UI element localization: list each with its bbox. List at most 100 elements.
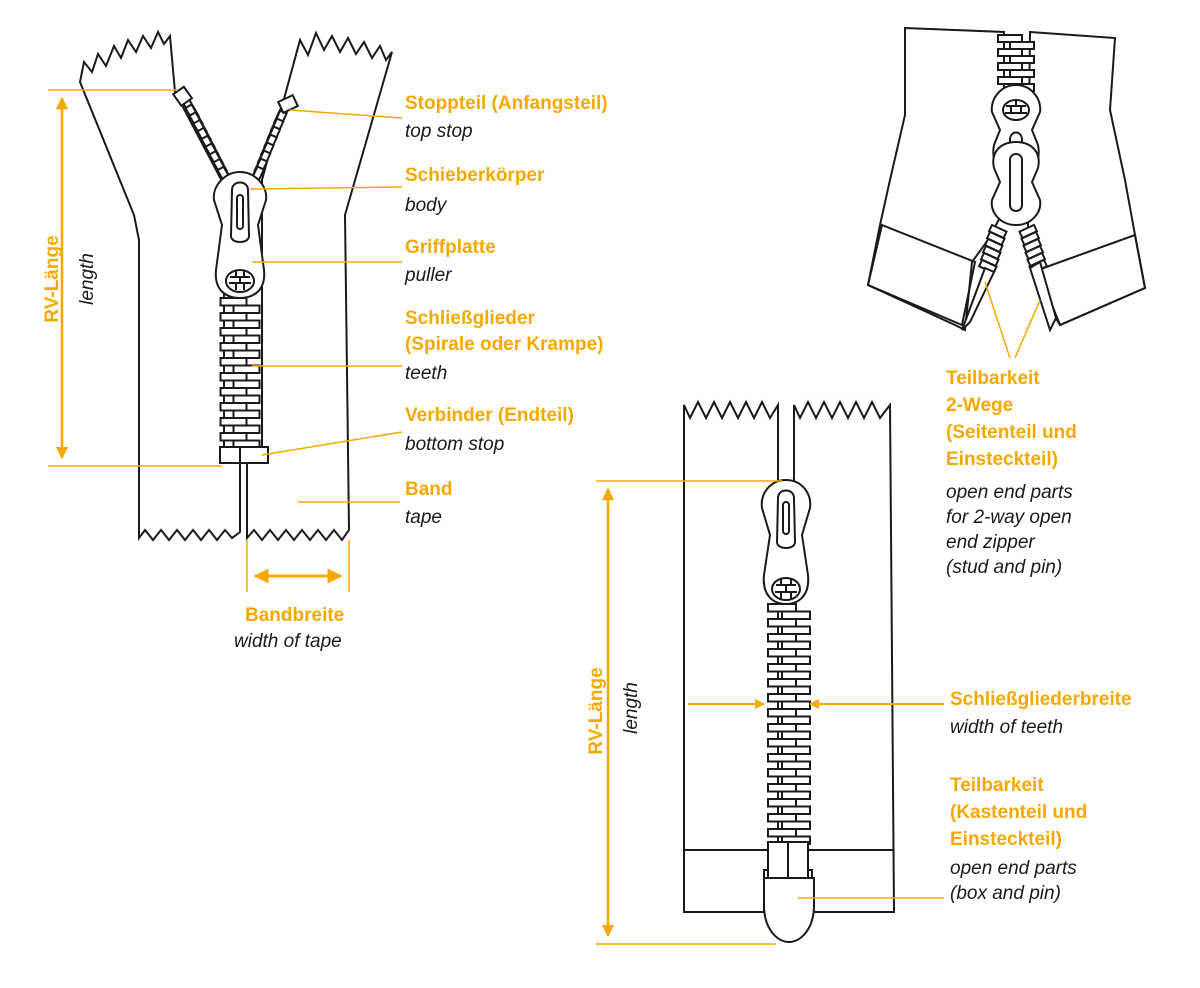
open-end-box-label: Teilbarkeit (Kastenteil und Einsteckteil…	[950, 775, 1088, 850]
zipper-tooth	[219, 327, 248, 337]
zipper-3-box-cap	[763, 877, 815, 944]
zipper-tooth	[767, 618, 797, 628]
zipper-3-puller-grip	[771, 577, 801, 601]
zipper-tooth	[997, 76, 1023, 85]
zipper-2-upper-puller	[1002, 99, 1030, 121]
zipper-tooth	[997, 34, 1023, 43]
tape-width-label-en: width of tape	[234, 631, 342, 652]
zipper-tooth	[232, 319, 261, 329]
zipper-tooth	[767, 663, 797, 673]
zipper-1-right-tape	[246, 30, 393, 542]
teeth-label: Schließglieder (Spirale oder Krampe)	[405, 308, 604, 355]
zipper-3-callout-lines	[596, 480, 944, 945]
zipper-tooth	[232, 379, 261, 389]
zipper-tooth	[781, 640, 811, 650]
width-of-teeth-label-en: width of teeth	[950, 717, 1064, 738]
zipper-tooth	[997, 62, 1023, 71]
zipper-tooth	[781, 700, 811, 710]
open-end-2way-label-en: open end parts for 2-way open end zipper…	[946, 482, 1073, 578]
open-end-box-label-en: open end parts (box and pin)	[950, 858, 1077, 904]
zipper-tooth	[781, 610, 811, 620]
tape-label-en: tape	[405, 507, 442, 528]
zipper-tooth	[767, 753, 797, 763]
zipper-1-left-tape	[78, 29, 241, 542]
body-leader	[249, 186, 403, 190]
puller-label: Griffplatte	[405, 237, 496, 258]
zipper-tooth	[781, 790, 811, 800]
zipper-tooth	[781, 685, 811, 695]
zipper-1-puller-grip	[225, 269, 255, 293]
zipper-2-two-way	[866, 26, 1147, 333]
zipper-tooth	[219, 297, 248, 307]
zipper-tooth	[767, 693, 797, 703]
zipper-3-open-end	[683, 399, 896, 944]
zipper-tooth	[219, 432, 248, 442]
tape-label: Band	[405, 479, 453, 500]
zipper-tooth	[767, 708, 797, 718]
body-label: Schieberkörper	[405, 165, 545, 186]
zipper-tooth	[232, 304, 261, 314]
zipper-tooth	[232, 334, 261, 344]
zipper-tooth	[767, 813, 797, 823]
zipper-tooth	[767, 783, 797, 793]
zipper-tooth	[767, 768, 797, 778]
zipper-tooth	[219, 312, 248, 322]
zipper-tooth	[219, 372, 248, 382]
zipper-3-length-label: RV-Länge	[586, 667, 607, 755]
zipper-2-left-band	[866, 223, 977, 327]
body-label-en: body	[405, 195, 447, 216]
zipper-tooth	[1009, 69, 1035, 78]
zipper-tooth	[219, 417, 248, 427]
tape-width-label: Bandbreite	[245, 605, 345, 626]
zipper-tooth	[767, 723, 797, 733]
zipper-3-teeth	[767, 603, 811, 845]
zipper-tooth	[767, 678, 797, 688]
zipper-tooth	[219, 402, 248, 412]
bottom-stop-leader	[261, 431, 403, 456]
teeth-label-en: teeth	[405, 363, 448, 384]
zipper-tooth	[781, 655, 811, 665]
zipper-tooth	[781, 625, 811, 635]
zipper-1-length-label: RV-Länge	[42, 235, 63, 323]
zipper-tooth	[781, 805, 811, 815]
zipper-1-bottom-stop	[219, 446, 269, 464]
zipper-tooth	[781, 670, 811, 680]
puller-label-en: puller	[405, 265, 452, 286]
top-stop-label: Stoppteil (Anfangsteil)	[405, 93, 608, 114]
zipper-tooth	[219, 387, 248, 397]
zipper-tooth	[767, 738, 797, 748]
top-stop-leader	[289, 109, 403, 119]
zipper-tooth	[232, 394, 261, 404]
zipper-tooth	[781, 760, 811, 770]
zipper-1-separating	[78, 29, 393, 542]
zipper-tooth	[997, 48, 1023, 57]
zipper-2-callout-lines	[984, 281, 1041, 359]
zipper-tooth	[767, 633, 797, 643]
zipper-tooth	[781, 730, 811, 740]
zipper-tooth	[1009, 55, 1035, 64]
zipper-tooth	[219, 342, 248, 352]
zipper-1-top-stop-left	[171, 85, 194, 108]
zipper-tooth	[781, 715, 811, 725]
zipper-3-left-tape	[683, 399, 779, 913]
bottom-stop-label-en: bottom stop	[405, 434, 505, 455]
zipper-tooth	[767, 648, 797, 658]
zipper-tooth	[219, 357, 248, 367]
zipper-1-length-label-en: length	[77, 253, 98, 305]
width-of-teeth-label: Schließgliederbreite	[950, 689, 1132, 710]
bottom-stop-label: Verbinder (Endteil)	[405, 405, 574, 426]
zipper-tooth	[781, 775, 811, 785]
zipper-tooth	[232, 424, 261, 434]
zipper-2-lower-puller	[1009, 153, 1023, 212]
zipper-3-length-label-en: length	[621, 682, 642, 734]
zipper-1-puller-slot	[236, 194, 244, 230]
zipper-tooth	[767, 798, 797, 808]
zipper-tooth	[767, 603, 797, 613]
zipper-tooth	[781, 745, 811, 755]
zipper-2-stud	[1028, 260, 1058, 333]
zipper-tooth	[232, 409, 261, 419]
zipper-tooth	[232, 349, 261, 359]
open-end-2way-label: Teilbarkeit 2-Wege (Seitenteil und Einst…	[946, 368, 1077, 470]
